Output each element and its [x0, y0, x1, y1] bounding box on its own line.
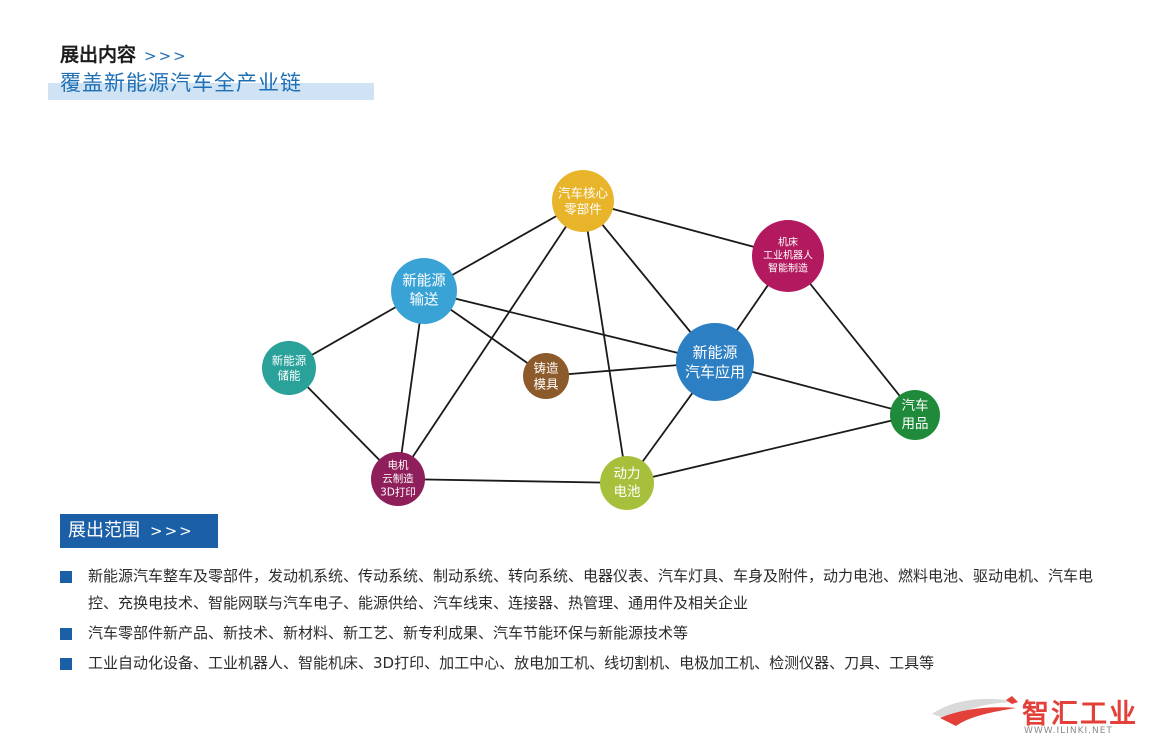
- node-label-motor: 3D打印: [380, 486, 416, 499]
- list-item: 汽车零部件新产品、新技术、新材料、新工艺、新专利成果、汽车节能环保与新能源技术等: [60, 620, 1100, 647]
- logo-brand-name: 智汇工业: [1022, 699, 1138, 730]
- exhibit-content-label: 展出内容: [60, 44, 137, 66]
- node-label-storage: 新能源: [272, 354, 307, 368]
- node-label-battery: 电池: [614, 484, 641, 500]
- node-circle-core-parts: [552, 170, 614, 232]
- logo-website: WWW.ILINKI.NET: [1024, 726, 1113, 736]
- scope-item-text: 工业自动化设备、工业机器人、智能机床、3D打印、加工中心、放电加工机、线切割机、…: [88, 654, 935, 672]
- node-label-transmission: 新能源: [402, 273, 446, 290]
- square-bullet-icon: [60, 628, 72, 640]
- exhibit-scope-list: 新能源汽车整车及零部件，发动机系统、传动系统、制动系统、转向系统、电器仪表、汽车…: [60, 563, 1100, 680]
- node-circle-casting: [523, 353, 569, 399]
- node-label-application: 汽车应用: [685, 363, 745, 381]
- node-label-battery: 动力: [614, 466, 641, 482]
- headline: 覆盖新能源汽车全产业链: [60, 71, 302, 95]
- edge-core-parts-motor: [397, 200, 584, 480]
- square-bullet-icon: [60, 658, 72, 670]
- node-label-casting: 铸造: [533, 360, 559, 375]
- list-item: 工业自动化设备、工业机器人、智能机床、3D打印、加工中心、放电加工机、线切割机、…: [60, 650, 1100, 677]
- node-label-storage: 储能: [278, 368, 301, 382]
- node-label-motor: 云制造: [382, 472, 414, 485]
- brand-logo: 智汇工业 WWW.ILINKI.NET: [930, 690, 1145, 738]
- node-label-core-parts: 零部件: [564, 202, 602, 217]
- edge-battery-supplies: [626, 414, 916, 484]
- headline-highlight-bar: [48, 83, 374, 100]
- node-label-transmission: 输送: [410, 291, 439, 308]
- exhibit-content-arrows: >>>: [144, 47, 188, 65]
- node-circle-supplies: [890, 390, 940, 440]
- node-label-supplies: 汽车: [902, 397, 929, 414]
- node-battery: 动力电池: [600, 456, 654, 510]
- node-label-core-parts: 汽车核心: [558, 185, 609, 200]
- node-circle-motor: [371, 452, 425, 506]
- headline-block: 覆盖新能源汽车全产业链: [48, 66, 374, 100]
- node-circle-transmission: [391, 258, 457, 324]
- scope-item-text: 新能源汽车整车及零部件，发动机系统、传动系统、制动系统、转向系统、电器仪表、汽车…: [88, 567, 1094, 612]
- node-label-machine-tools: 机床: [778, 236, 798, 249]
- exhibit-content-title: 展出内容 >>>: [60, 40, 188, 67]
- logo-swoosh-icon: [932, 696, 1018, 726]
- node-label-machine-tools: 工业机器人: [763, 249, 813, 262]
- node-circle-application: [676, 323, 754, 401]
- exhibit-scope-label: 展出范围: [68, 520, 140, 541]
- exhibit-scope-banner: 展出范围 >>>: [60, 514, 218, 548]
- node-label-casting: 模具: [533, 377, 559, 392]
- scope-item-text: 汽车零部件新产品、新技术、新材料、新工艺、新专利成果、汽车节能环保与新能源技术等: [88, 624, 689, 642]
- diagram-nodes: 汽车核心零部件新能源输送机床工业机器人智能制造新能源储能铸造模具新能源汽车应用汽…: [262, 170, 940, 510]
- list-item: 新能源汽车整车及零部件，发动机系统、传动系统、制动系统、转向系统、电器仪表、汽车…: [60, 563, 1100, 617]
- node-label-application: 新能源: [692, 343, 737, 361]
- square-bullet-icon: [60, 571, 72, 583]
- edge-transmission-application: [423, 290, 716, 363]
- node-circle-battery: [600, 456, 654, 510]
- node-circle-storage: [262, 341, 316, 395]
- node-circle-machine-tools: [752, 220, 824, 292]
- node-label-supplies: 用品: [902, 416, 929, 432]
- exhibit-scope-arrows: >>>: [150, 522, 194, 540]
- node-label-motor: 电机: [388, 458, 409, 471]
- node-label-machine-tools: 智能制造: [768, 262, 808, 275]
- edge-core-parts-battery: [582, 200, 628, 484]
- edge-motor-battery: [397, 478, 628, 484]
